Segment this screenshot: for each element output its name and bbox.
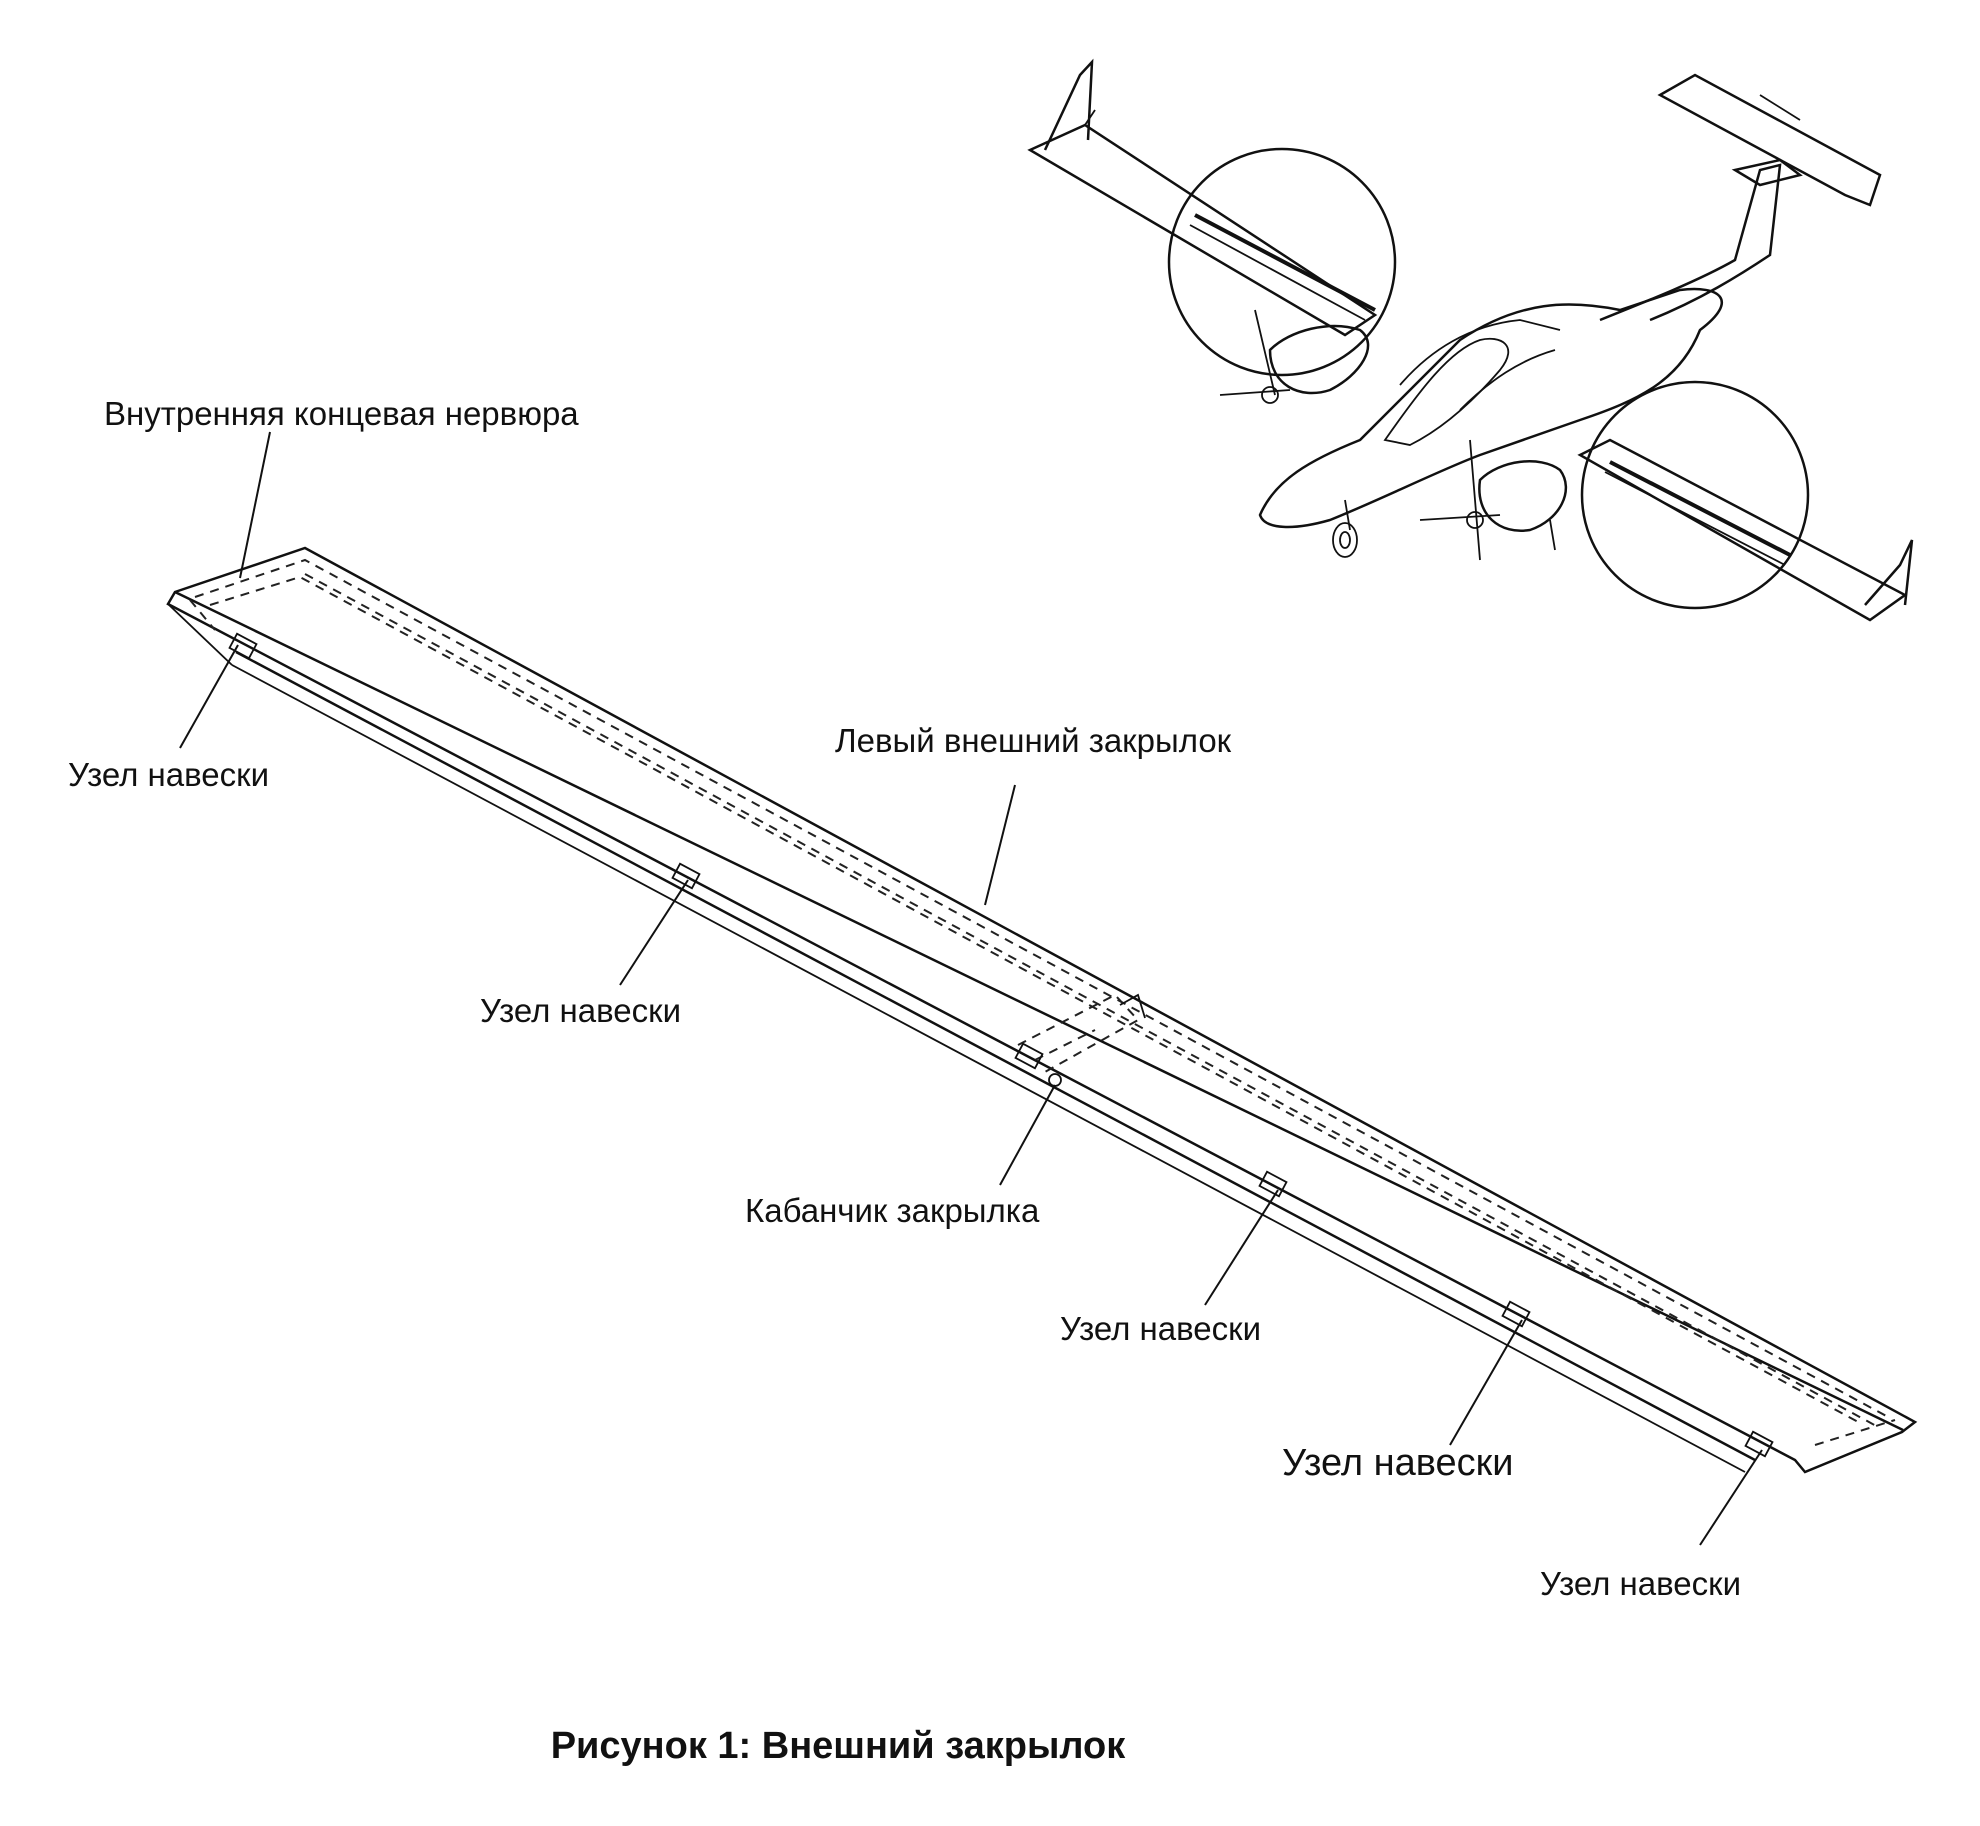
label-inner-rib: Внутренняя концевая нервюра bbox=[104, 395, 579, 432]
hinge-bracket bbox=[1258, 1170, 1288, 1198]
aircraft-overview-drawing bbox=[1027, 58, 1914, 622]
label-hinge-5: Узел навески bbox=[1540, 1565, 1741, 1602]
label-hinge-3: Узел навески bbox=[1060, 1310, 1261, 1347]
hinge-bracket bbox=[1501, 1300, 1531, 1328]
leader-lines bbox=[179, 431, 1763, 1546]
label-hinge-1: Узел навески bbox=[68, 756, 269, 793]
hinge-bracket bbox=[1014, 1042, 1044, 1070]
label-hinge-2: Узел навески bbox=[480, 992, 681, 1029]
figure-caption: Рисунок 1: Внешний закрылок bbox=[551, 1725, 1127, 1767]
label-left-outer-flap: Левый внешний закрылок bbox=[835, 722, 1232, 759]
hinge-bracket bbox=[228, 632, 258, 660]
hinge-bracket bbox=[671, 862, 701, 890]
label-flap-horn: Кабанчик закрылка bbox=[745, 1192, 1040, 1229]
label-hinge-4: Узел навески bbox=[1282, 1442, 1513, 1484]
hinge-bracket bbox=[1744, 1430, 1774, 1458]
outer-flap-drawing bbox=[166, 546, 1918, 1474]
